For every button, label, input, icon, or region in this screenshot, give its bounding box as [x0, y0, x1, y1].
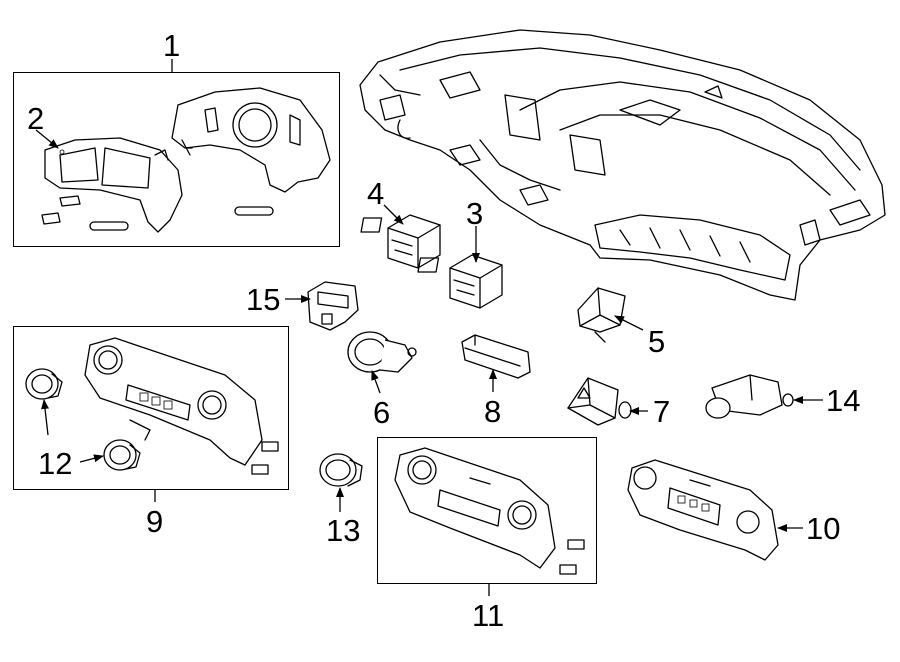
- cluster-small-parts: [41, 195, 274, 231]
- leader-lines: [35, 59, 823, 596]
- callout-9: 9: [146, 504, 164, 539]
- climate-control-panel-9: [84, 337, 279, 475]
- switch-part-4: [360, 214, 441, 269]
- instrument-cluster-housing: [171, 87, 331, 193]
- switch-part-3: [417, 254, 503, 309]
- part-7-hazard-switch: [567, 377, 632, 426]
- part-13-knob: [319, 453, 363, 487]
- callout-3: 3: [466, 196, 484, 231]
- callout-2: 2: [27, 101, 45, 136]
- group-box-11: [377, 437, 597, 584]
- callout-10: 10: [806, 511, 841, 546]
- part-8-bracket: [461, 334, 531, 379]
- callout-13: 13: [326, 513, 361, 548]
- group-box-1: [13, 72, 340, 247]
- part-15-socket: [307, 281, 359, 331]
- instrument-cluster-lens: [44, 137, 183, 233]
- part-5-bracket: [577, 287, 626, 343]
- instrument-panel: [359, 29, 886, 301]
- callout-7: 7: [653, 394, 671, 429]
- knob-part-12-b: [103, 439, 141, 471]
- climate-control-panel-10: [627, 459, 779, 561]
- callout-15: 15: [246, 282, 281, 317]
- callout-14: 14: [826, 383, 861, 418]
- part-6-knob: [347, 331, 417, 373]
- callout-8: 8: [484, 394, 502, 429]
- knob-part-12-a: [25, 368, 63, 400]
- group-box-9: [13, 326, 289, 490]
- part-14-switch: [705, 374, 794, 419]
- callout-1: 1: [163, 28, 181, 63]
- callout-5: 5: [648, 324, 666, 359]
- callout-12: 12: [38, 446, 73, 481]
- callout-11: 11: [472, 598, 505, 633]
- callout-6: 6: [373, 395, 391, 430]
- callout-4: 4: [367, 176, 385, 211]
- climate-control-panel-11: [394, 447, 585, 575]
